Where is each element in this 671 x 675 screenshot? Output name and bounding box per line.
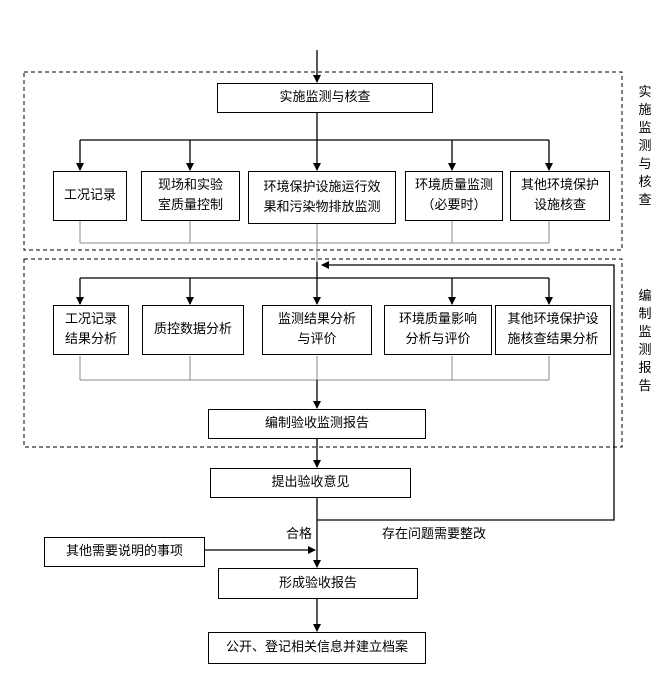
section2-item-1: 工况记录 结果分析 xyxy=(53,305,129,355)
section2-item-3: 监测结果分析 与评价 xyxy=(262,305,372,355)
section1-item-5: 其他环境保护 设施核查 xyxy=(510,171,610,221)
section1-item-1: 工况记录 xyxy=(53,171,127,221)
opinion-box: 提出验收意见 xyxy=(210,468,411,498)
section2-item-5: 其他环境保护设 施核查结果分析 xyxy=(495,305,611,355)
section2-item-4: 环境质量影响 分析与评价 xyxy=(384,305,492,355)
section2-report: 编制验收监测报告 xyxy=(208,409,426,439)
section2-item-2: 质控数据分析 xyxy=(142,305,244,355)
section1-item-2: 现场和实验 室质量控制 xyxy=(141,171,240,221)
final-report-box: 形成验收报告 xyxy=(218,568,418,599)
other-matters-box: 其他需要说明的事项 xyxy=(44,537,205,567)
section2-side-label: 编制监测报告 xyxy=(638,289,652,394)
problem-label: 存在问题需要整改 xyxy=(382,527,487,542)
section2-frame xyxy=(23,258,623,448)
section1-side-label: 实施监测与核查 xyxy=(638,85,652,208)
pass-label: 合格 xyxy=(286,527,313,542)
section1-title: 实施监测与核查 xyxy=(217,83,433,113)
section1-frame xyxy=(23,71,623,251)
section1-item-3: 环境保护设施运行效 果和污染物排放监测 xyxy=(248,171,396,224)
archive-box: 公开、登记相关信息并建立档案 xyxy=(208,632,426,664)
section1-item-4: 环境质量监测 （必要时） xyxy=(405,171,503,221)
